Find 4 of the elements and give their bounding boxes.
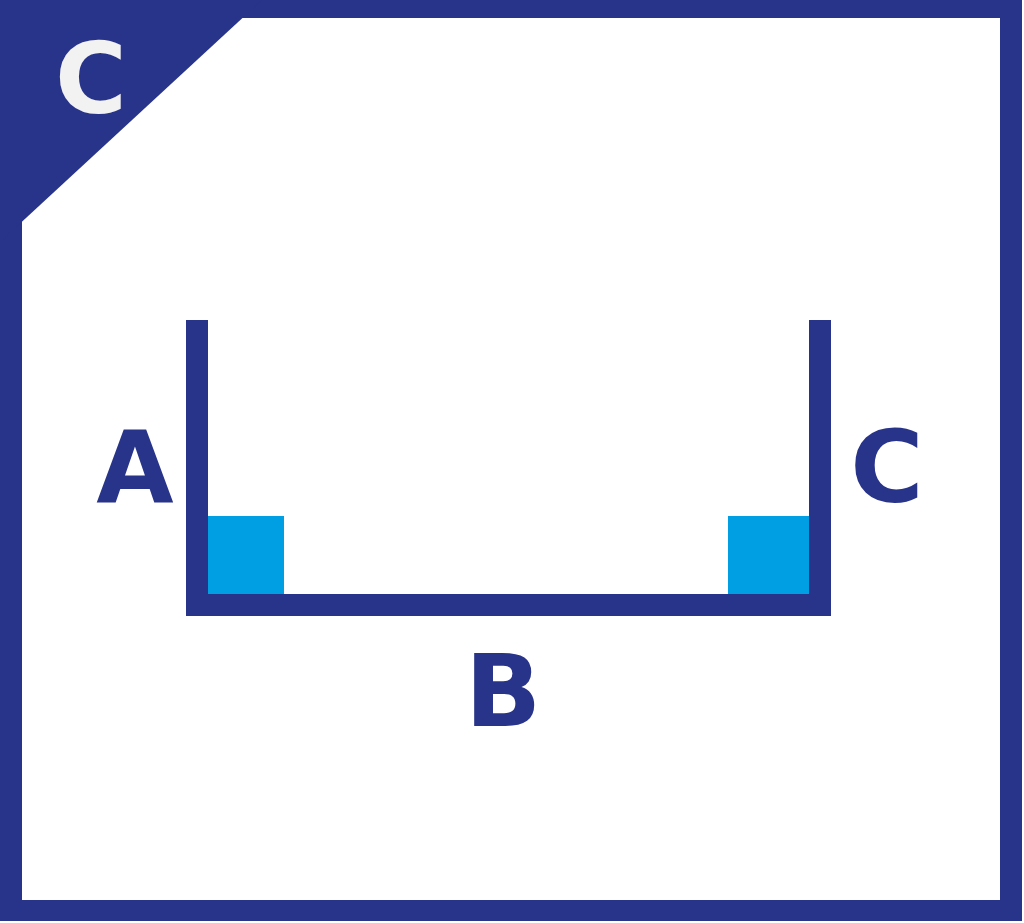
side-label: A bbox=[95, 418, 175, 518]
side-label: B bbox=[463, 642, 543, 742]
side-label: C bbox=[849, 418, 925, 518]
panel-letter: C bbox=[54, 30, 128, 128]
